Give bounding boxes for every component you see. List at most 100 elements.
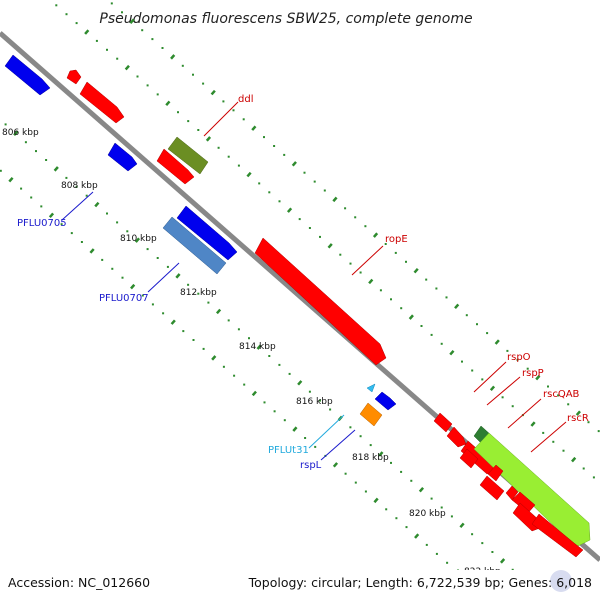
gene-feature[interactable]	[66, 69, 82, 85]
track-dot	[273, 145, 276, 147]
accession-text: Accession: NC_012660	[8, 575, 150, 590]
track-dot	[156, 93, 159, 96]
label-leader-lines	[61, 101, 567, 461]
track-dot	[516, 358, 519, 361]
track-dot	[130, 283, 136, 290]
track-dot	[187, 283, 190, 286]
track-dot	[237, 328, 240, 331]
track-dot	[53, 166, 59, 172]
tick-label: 808 kbp	[61, 181, 98, 191]
track-dot	[141, 29, 144, 32]
gene-label-ddl[interactable]: ddl	[238, 94, 253, 105]
track-dot	[89, 248, 95, 254]
track-dot	[243, 383, 246, 386]
track-dot	[425, 543, 428, 546]
track-dot	[202, 82, 205, 85]
gene-feature[interactable]	[531, 513, 584, 558]
gene-feature[interactable]	[167, 136, 209, 175]
gene-feature[interactable]	[366, 383, 376, 393]
track-dot	[511, 405, 514, 408]
track-dot	[273, 410, 276, 413]
rspl-leader-line	[320, 429, 356, 461]
track-dot	[175, 273, 181, 279]
gene-feature[interactable]	[107, 142, 138, 172]
track-dot	[237, 164, 240, 167]
track-dot	[408, 314, 414, 320]
track-dot	[394, 251, 397, 254]
track-dot	[308, 390, 311, 393]
track-dot	[242, 118, 245, 121]
track-dot	[30, 196, 33, 199]
track-dot	[192, 339, 195, 341]
gene-label-rspl[interactable]: rspL	[300, 460, 322, 471]
track-dot	[197, 292, 200, 295]
footer-background	[0, 570, 600, 600]
map-title: Pseudomonas fluorescens SBW25, complete …	[99, 11, 472, 27]
gene-feature[interactable]	[359, 402, 383, 427]
track-dot	[344, 207, 347, 210]
gene-feature[interactable]	[79, 81, 125, 124]
gene-feature[interactable]	[446, 426, 467, 448]
track-dot	[256, 344, 262, 350]
track-dot	[222, 365, 225, 368]
track-dot	[136, 75, 139, 78]
gene-label-pflu0707[interactable]: PFLU0707	[99, 293, 149, 304]
track-dot	[165, 100, 171, 106]
track-dot	[146, 248, 149, 251]
gene-label-rscqab[interactable]: rscQAB	[543, 389, 580, 400]
track-dot	[215, 308, 222, 315]
track-dot	[126, 230, 129, 233]
track-dot	[571, 456, 577, 463]
track-dot	[303, 171, 306, 174]
gene-feature[interactable]	[254, 237, 387, 366]
track-dot	[45, 159, 48, 161]
track-dot	[170, 319, 176, 325]
tick-label: 814 kbp	[239, 342, 276, 352]
gene-label-rspp[interactable]: rspP	[522, 368, 544, 379]
track-dot	[283, 153, 286, 156]
track-dot	[405, 260, 407, 263]
track-dot	[501, 396, 504, 399]
gene-feature[interactable]	[156, 148, 195, 185]
track-dot	[65, 176, 68, 179]
rscr-leader-line	[530, 421, 567, 453]
gene-feature[interactable]	[487, 464, 504, 482]
track-dot	[146, 84, 149, 87]
track-dot	[8, 177, 14, 183]
gene-feature[interactable]	[473, 432, 591, 548]
track-dot	[166, 265, 169, 268]
track-dot	[405, 526, 408, 529]
track-dot	[582, 467, 585, 470]
track-dot	[369, 444, 372, 447]
gene-label-pflu0705[interactable]: PFLU0705	[17, 218, 67, 229]
track-dot	[364, 225, 367, 228]
gene-feature[interactable]	[433, 412, 453, 433]
track-dot	[298, 218, 301, 221]
track-dot	[435, 287, 438, 290]
track-dot	[24, 141, 27, 144]
rspp-leader-line	[486, 376, 521, 406]
track-dot	[211, 355, 217, 361]
track-dot	[535, 374, 541, 381]
gene-label-rope[interactable]: ropE	[385, 234, 408, 245]
track-dot	[75, 185, 78, 188]
track-dot	[319, 235, 321, 238]
gene-label-rscr[interactable]: rscR	[567, 413, 589, 424]
track-dot	[430, 497, 433, 500]
gene-feature[interactable]	[162, 216, 227, 275]
track-dot	[106, 48, 108, 51]
gene-feature[interactable]	[176, 205, 238, 261]
track-dot	[101, 258, 104, 261]
track-dot	[372, 232, 379, 238]
gene-feature[interactable]	[4, 54, 51, 96]
gene-feature[interactable]	[374, 391, 397, 411]
track-dot	[359, 271, 362, 274]
gene-label-pflut31[interactable]: PFLUt31	[268, 445, 309, 456]
topology-text: Topology: circular; Length: 6,722,539 bp…	[248, 575, 592, 590]
gene-features	[4, 54, 591, 600]
gene-feature[interactable]	[479, 475, 505, 501]
gene-label-rspo[interactable]: rspO	[507, 352, 531, 363]
track-dot	[251, 125, 257, 131]
track-dot	[449, 349, 455, 356]
gene-feature[interactable]	[459, 448, 479, 469]
